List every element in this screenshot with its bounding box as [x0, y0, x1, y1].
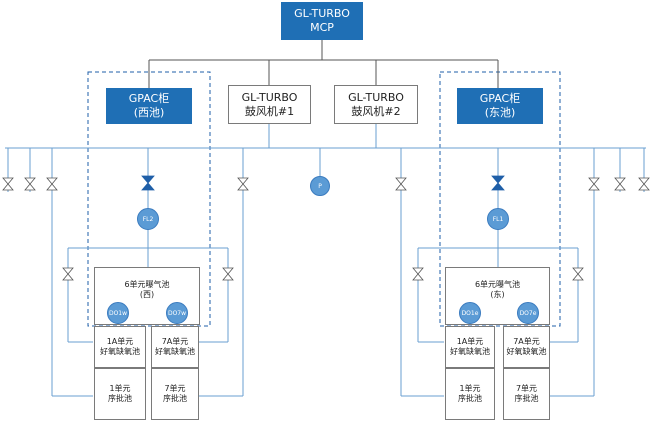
anoxic-1a-east-line2: 好氧缺氧池: [450, 347, 490, 356]
gpac-east-box: GPAC柜 (东池): [457, 88, 543, 124]
batch-tank-1-west: 1单元 序批池: [94, 368, 146, 420]
batch-tank-7-west: 7单元 序批池: [151, 368, 199, 420]
anoxic-tank-1a-west: 1A单元 好氧缺氧池: [94, 326, 146, 368]
mcp-label-line2: MCP: [310, 21, 334, 34]
anoxic-7a-west-line2: 好氧缺氧池: [155, 347, 195, 356]
valve-icon: [638, 177, 650, 191]
batch-tank-1-east: 1单元 序批池: [445, 368, 495, 420]
do-sensor-do1w: DO1w: [107, 302, 129, 324]
valve-icon: [572, 267, 584, 281]
blower-1-box: GL-TURBO 鼓风机#1: [228, 85, 311, 124]
batch-7-east-line2: 序批池: [514, 394, 539, 403]
anoxic-1a-east-line1: 1A单元: [456, 337, 484, 346]
do-sensor-do1e: DO1e: [459, 302, 481, 324]
gpac-east-line1: GPAC柜: [479, 92, 521, 106]
valve-icon: [62, 267, 74, 281]
anoxic-7a-east-line2: 好氧缺氧池: [506, 347, 547, 356]
valve-icon: [237, 177, 249, 191]
east-control-boundary: [439, 71, 561, 327]
aeration-west-line1: 6单元曝气池: [124, 280, 170, 289]
gpac-east-line2: (东池): [484, 106, 516, 119]
do-sensor-do7e: DO7e: [517, 302, 539, 324]
blower-2-line2: 鼓风机#2: [351, 104, 401, 118]
manual-valves: [2, 177, 650, 281]
valve-icon: [2, 177, 14, 191]
anoxic-tank-7a-east: 7A单元 好氧缺氧池: [503, 326, 550, 368]
valve-icon: [395, 177, 407, 191]
control-valve-icon: [141, 175, 155, 191]
batch-7-west-line1: 7单元: [164, 384, 186, 393]
batch-tank-7-east: 7单元 序批池: [503, 368, 550, 420]
mcp-box: GL-TURBO MCP: [281, 2, 363, 40]
anoxic-1a-west-line2: 好氧缺氧池: [100, 347, 140, 356]
valve-icon: [588, 177, 600, 191]
flow-meter-west: FL2: [137, 208, 159, 230]
valve-icon: [614, 177, 626, 191]
pressure-sensor: P: [310, 176, 330, 196]
batch-1-west-line1: 1单元: [109, 384, 131, 393]
mcp-label-line1: GL-TURBO: [294, 7, 350, 21]
control-lines: [148, 40, 499, 88]
anoxic-tank-1a-east: 1A单元 好氧缺氧池: [445, 326, 495, 368]
batch-1-east-line1: 1单元: [459, 384, 481, 393]
control-valves: [141, 175, 505, 191]
batch-1-west-line2: 序批池: [108, 394, 132, 403]
blower-2-line1: GL-TURBO: [348, 90, 404, 104]
blower-1-line1: GL-TURBO: [241, 90, 298, 104]
blower-1-line2: 鼓风机#1: [244, 104, 295, 118]
valve-icon: [46, 177, 58, 191]
anoxic-tank-7a-west: 7A单元 好氧缺氧池: [151, 326, 199, 368]
valve-icon: [222, 267, 234, 281]
batch-7-west-line2: 序批池: [163, 394, 187, 403]
anoxic-1a-west-line1: 1A单元: [106, 337, 134, 346]
flow-meter-east: FL1: [487, 208, 509, 230]
anoxic-7a-east-line1: 7A单元: [513, 337, 540, 346]
gpac-west-box: GPAC柜 (西池): [106, 88, 192, 124]
do-sensor-do7w: DO7w: [166, 302, 188, 324]
valve-icon: [412, 267, 424, 281]
batch-1-east-line2: 序批池: [458, 394, 482, 403]
anoxic-7a-west-line1: 7A单元: [161, 337, 189, 346]
blower-2-box: GL-TURBO 鼓风机#2: [334, 85, 418, 124]
gpac-west-line2: (西池): [133, 106, 165, 119]
aeration-east-line2: (东): [490, 290, 505, 299]
aeration-east-line1: 6单元曝气池: [474, 280, 521, 289]
batch-7-east-line1: 7单元: [515, 384, 538, 393]
valve-icon: [24, 177, 36, 191]
gpac-west-line1: GPAC柜: [128, 92, 170, 106]
west-control-boundary: [87, 71, 211, 327]
aeration-west-line2: (西): [139, 290, 155, 299]
control-valve-icon: [491, 175, 505, 191]
